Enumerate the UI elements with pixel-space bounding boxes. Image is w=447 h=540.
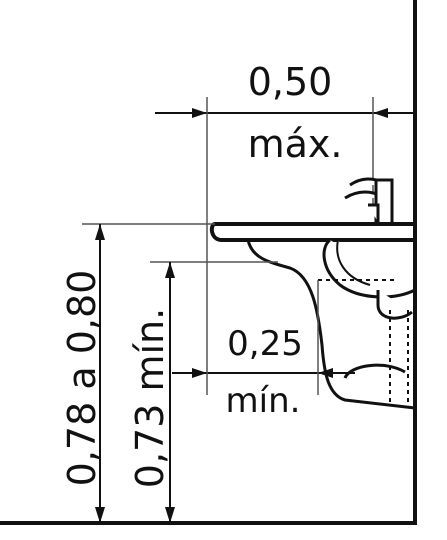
- top-qualifier-label: máx.: [248, 122, 343, 166]
- vertical-min-label: 0,73 mín.: [128, 308, 172, 488]
- vertical-range-label: 0,78 a 0,80: [60, 270, 104, 487]
- mid-dimension: [172, 225, 355, 395]
- drain-trap-icon: [318, 279, 409, 405]
- wall: [0, 0, 417, 525]
- mid-value-label: 0,25: [227, 324, 303, 364]
- mid-qualifier-label: mín.: [226, 381, 301, 421]
- vertical-range-dimension: [82, 223, 215, 523]
- faucet-icon: [344, 177, 394, 227]
- vertical-min-dimension: [150, 261, 278, 523]
- top-value-label: 0,50: [248, 60, 333, 104]
- washbasin-icon: [209, 222, 417, 410]
- top-dimension: [155, 97, 415, 225]
